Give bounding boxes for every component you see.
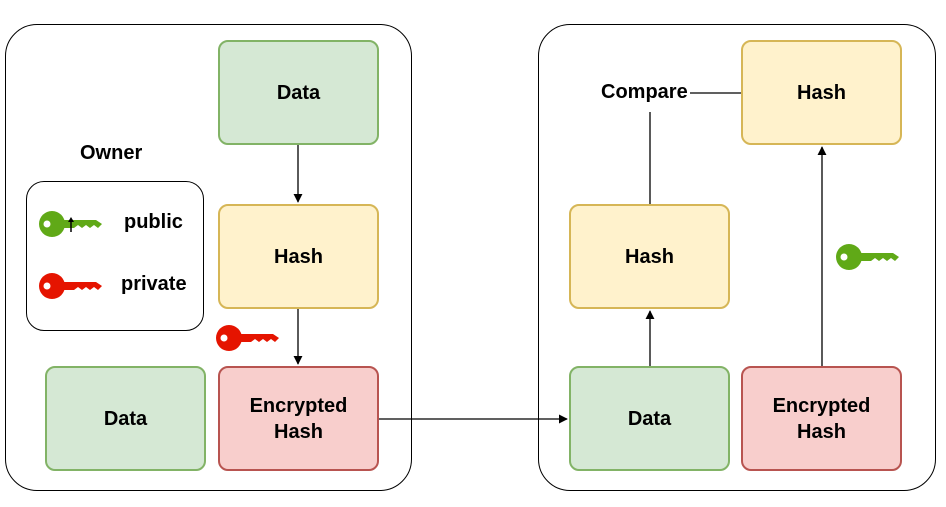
legend-private-label: private xyxy=(121,273,187,295)
receiver-data-box: Data xyxy=(569,366,730,471)
owner-encrypted-hash-box: Encrypted Hash xyxy=(218,366,379,471)
receiver-hash-mid-box: Hash xyxy=(569,204,730,309)
key-legend xyxy=(26,181,204,331)
key-icon xyxy=(39,211,102,237)
key-icon xyxy=(39,273,102,299)
owner-hash-box: Hash xyxy=(218,204,379,309)
receiver-hash-top-box: Hash xyxy=(741,40,902,145)
receiver-encrypted-hash-box: Encrypted Hash xyxy=(741,366,902,471)
key-icon xyxy=(836,244,899,270)
key-icon xyxy=(216,325,279,351)
legend-public-label: public xyxy=(124,211,183,233)
owner-data-bottom-box: Data xyxy=(45,366,206,471)
owner-title: Owner xyxy=(80,142,143,164)
owner-data-top-box: Data xyxy=(218,40,379,145)
compare-label: Compare xyxy=(601,81,688,103)
